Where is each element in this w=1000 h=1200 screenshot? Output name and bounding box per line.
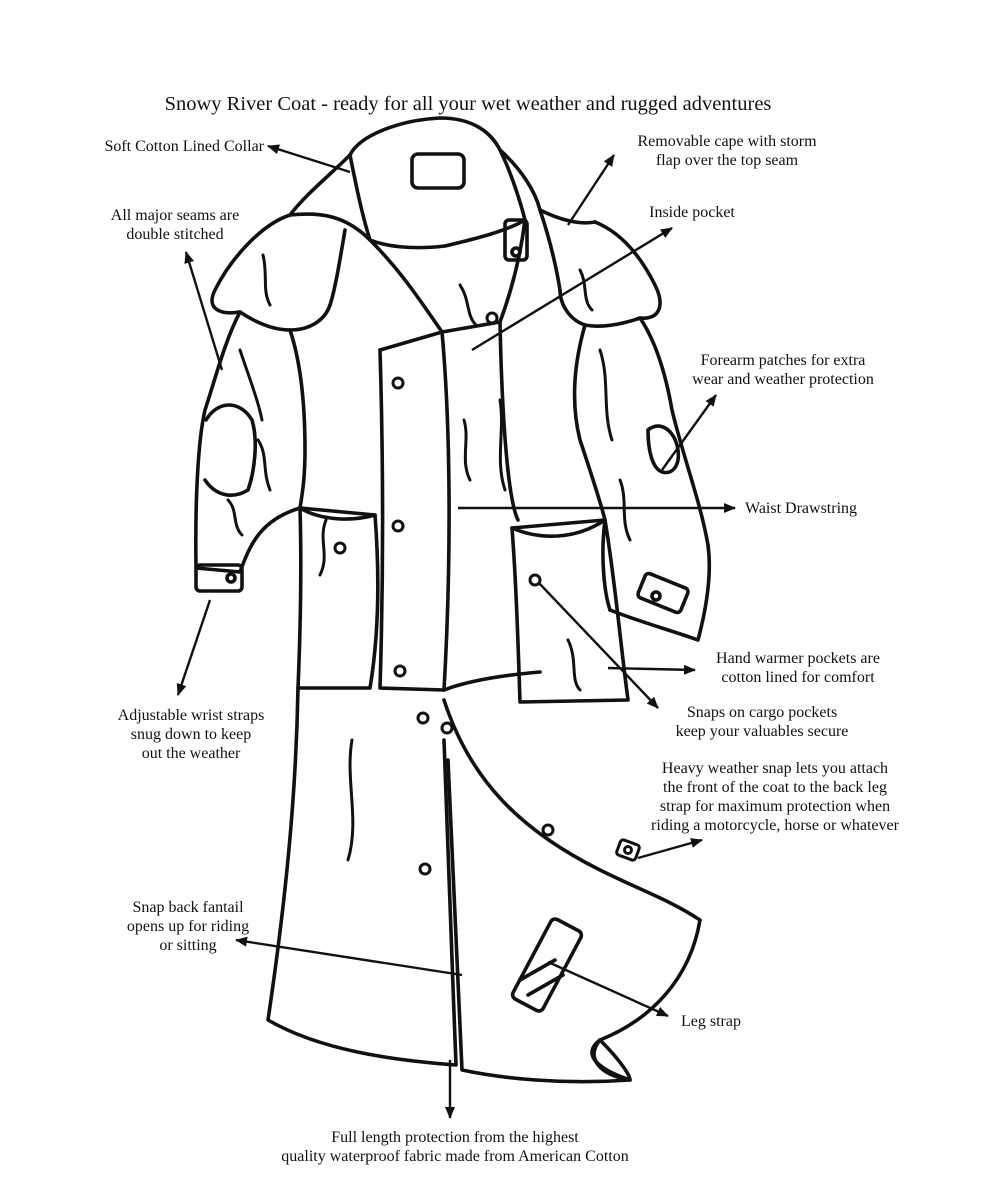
coat-right-panel (442, 320, 542, 692)
sleeve-left (194, 310, 302, 574)
arrow-seams (184, 251, 224, 371)
arrow-collar (267, 144, 351, 174)
label-forearm: Forearm patches for extra wear and weath… (692, 352, 874, 388)
arrow-leg-strap (547, 960, 669, 1018)
pocket-right (510, 518, 630, 704)
coat-collar (348, 116, 527, 250)
collar-lapel (368, 218, 527, 334)
forearm-patch-right (646, 424, 681, 475)
coat-front-flap (590, 1038, 632, 1082)
diagram-title: Snowy River Coat - ready for all your we… (164, 93, 772, 115)
label-weather-snap: Heavy weather snap lets you attach the f… (651, 760, 899, 834)
arrow-inside-pocket (471, 226, 673, 352)
label-inside-pocket: Inside pocket (649, 204, 735, 221)
leg-strap (510, 917, 584, 1013)
wrist-strap-left (194, 563, 244, 593)
label-drawstring: Waist Drawstring (745, 500, 858, 517)
coat-skirt-back (266, 686, 458, 1067)
wrist-strap-right (636, 571, 690, 615)
collar-tab (503, 218, 529, 262)
label-leg-strap: Leg strap (681, 1013, 741, 1030)
coat-fantail (442, 698, 702, 1084)
label-full-length: Full length protection from the highest … (281, 1129, 629, 1165)
arrow-forearm (661, 394, 717, 471)
label-cargo-snaps: Snaps on cargo pockets keep your valuabl… (675, 704, 849, 740)
label-seams: All major seams are double stitched (110, 207, 240, 243)
arrow-fantail (235, 936, 463, 977)
pocket-left (296, 506, 380, 690)
label-hand-warmer: Hand warmer pockets are cotton lined for… (716, 650, 880, 686)
label-collar: Soft Cotton Lined Collar (104, 138, 264, 155)
sleeve-right (608, 316, 712, 642)
coat-placket (378, 330, 451, 692)
label-wrist: Adjustable wrist straps snug down to kee… (117, 707, 265, 762)
arrow-wrist (176, 599, 212, 696)
arrow-cargo-snaps (537, 581, 659, 709)
arrow-hand-warmer (607, 664, 696, 675)
label-cape: Removable cape with storm flap over the … (637, 133, 817, 169)
arrow-cape (566, 154, 616, 226)
forearm-patch-left (203, 403, 257, 497)
collar-tag (410, 152, 466, 190)
label-fantail: Snap back fantail opens up for riding or… (126, 899, 250, 954)
cape-right (558, 220, 662, 328)
cape-left (210, 213, 332, 332)
coat-left-panel (378, 348, 446, 692)
arrow-weather-snap (637, 838, 703, 860)
